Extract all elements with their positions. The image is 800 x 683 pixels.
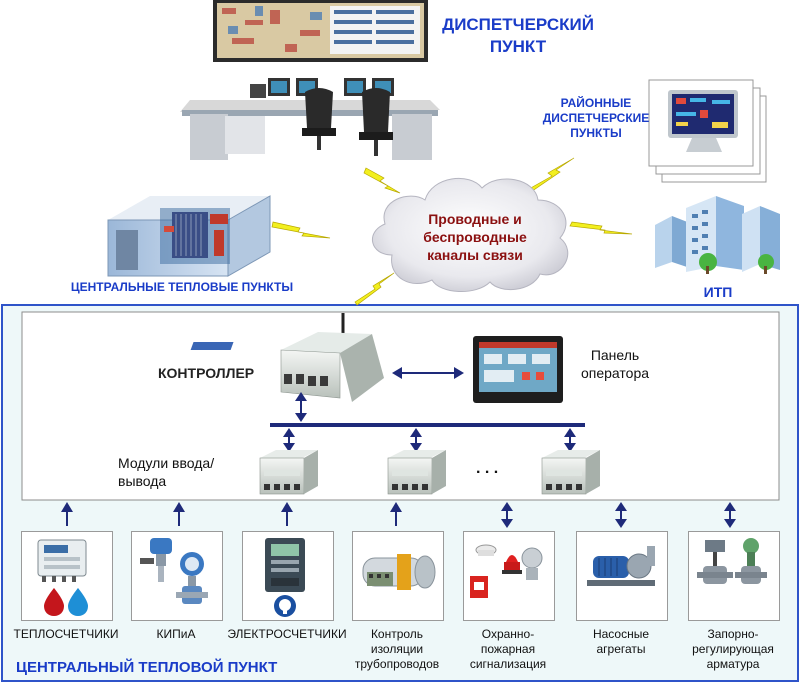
device-caption-valves: Запорно- регулирующая арматура bbox=[678, 627, 788, 672]
dispatch-title-line2: ПУНКТ bbox=[489, 37, 547, 56]
device-caption-line3: трубопроводов bbox=[354, 657, 440, 671]
io-modules-label-line1: Модули ввода/ bbox=[118, 455, 215, 471]
itp-label: ИТП bbox=[703, 284, 733, 300]
video-wall-image bbox=[213, 0, 428, 62]
cloud-label: Проводные и беспроводные каналы связи bbox=[400, 210, 550, 264]
electric-meter-box bbox=[242, 531, 334, 621]
actuator-bidir-arrows bbox=[501, 502, 736, 528]
sensor-up-arrows bbox=[61, 502, 402, 526]
modules-ellipsis: . . . bbox=[476, 460, 499, 477]
device-caption-line2: агрегаты bbox=[596, 642, 646, 656]
controller-bus-arrow bbox=[295, 392, 307, 422]
controller-panel-arrow bbox=[392, 367, 464, 379]
kipia-box bbox=[131, 531, 223, 621]
operator-panel-label-line1: Панель bbox=[590, 347, 640, 363]
device-caption-line1: Охранно- bbox=[481, 627, 535, 641]
insulation-control-box bbox=[352, 531, 444, 621]
device-caption-line1: Насосные bbox=[592, 627, 650, 641]
cloud-shape bbox=[371, 177, 569, 293]
station-title: ЦЕНТРАЛЬНЫЙ ТЕПЛОВОЙ ПУНКТ bbox=[16, 659, 278, 676]
itp-buildings-image bbox=[655, 196, 780, 274]
bus-module-arrows bbox=[283, 428, 576, 452]
device-caption-line2: регулирующая bbox=[692, 642, 774, 656]
cloud-label-line1: Проводные и bbox=[428, 211, 522, 227]
dispatch-title-line1: ДИСПЕТЧЕРСКИЙ bbox=[442, 15, 594, 34]
cloud-label-line3: каналы связи bbox=[427, 247, 523, 263]
pump-icon bbox=[587, 546, 655, 586]
io-modules-image bbox=[259, 450, 600, 495]
device-caption-electric-meters: ЭЛЕКТРОСЧЕТЧИКИ bbox=[222, 627, 352, 642]
device-caption-line1: Контроль bbox=[370, 627, 424, 641]
pipe-insulation-icon bbox=[362, 554, 436, 590]
ctp-top-label: ЦЕНТРАЛЬНЫЕ ТЕПЛОВЫЕ ПУНКТЫ bbox=[70, 280, 294, 294]
operator-panel-image bbox=[473, 336, 563, 403]
device-caption-line3: арматура bbox=[706, 657, 760, 671]
device-caption-fire-alarm: Охранно- пожарная сигнализация bbox=[456, 627, 560, 672]
district-title-line2: ДИСПЕТЧЕРСКИЕ bbox=[542, 111, 650, 125]
electric-meter-icon bbox=[265, 538, 305, 617]
io-modules-label-line2: вывода bbox=[118, 473, 167, 489]
device-caption-line2: пожарная bbox=[480, 642, 536, 656]
dispatch-title: ДИСПЕТЧЕРСКИЙ ПУНКТ bbox=[438, 14, 598, 58]
controller-image bbox=[190, 313, 384, 402]
valve-icon bbox=[697, 538, 767, 584]
district-monitors-image bbox=[648, 79, 767, 183]
device-caption-line1: КИПиА bbox=[156, 627, 196, 641]
dispatch-desk-image bbox=[180, 78, 440, 160]
device-caption-insulation: Контроль изоляции трубопроводов bbox=[345, 627, 449, 672]
operator-panel-label: Панель оператора bbox=[570, 346, 660, 382]
district-title: РАЙОННЫЕ ДИСПЕТЧЕРСКИЕ ПУНКТЫ bbox=[536, 96, 656, 141]
lightning-bolts bbox=[271, 157, 633, 306]
io-modules-label: Модули ввода/ вывода bbox=[118, 454, 248, 490]
cloud-label-line2: беспроводные bbox=[423, 229, 527, 245]
pump-box bbox=[576, 531, 668, 621]
ctp-building-image bbox=[107, 195, 271, 277]
operator-panel-label-line2: оператора bbox=[580, 365, 650, 381]
device-caption-line1: Запорно- bbox=[707, 627, 759, 641]
pressure-transmitter-icon bbox=[140, 538, 208, 604]
fire-alarm-box bbox=[463, 531, 555, 621]
device-caption-line3: сигнализация bbox=[469, 657, 547, 671]
bus-line bbox=[270, 423, 585, 427]
fire-alarm-icon bbox=[470, 544, 543, 598]
device-caption-line1: ЭЛЕКТРОСЧЕТЧИКИ bbox=[227, 627, 347, 641]
heat-meter-icon bbox=[37, 539, 88, 616]
district-title-line3: ПУНКТЫ bbox=[570, 126, 622, 140]
valve-box bbox=[688, 531, 780, 621]
heat-meter-box bbox=[21, 531, 113, 621]
controller-label: КОНТРОЛЛЕР bbox=[158, 365, 255, 381]
device-caption-pumps: Насосные агрегаты bbox=[571, 627, 671, 657]
device-caption-line1: ТЕПЛОСЧЕТЧИКИ bbox=[13, 627, 119, 641]
device-caption-kipia: КИПиА bbox=[131, 627, 221, 642]
device-caption-heat-meters: ТЕПЛОСЧЕТЧИКИ bbox=[6, 627, 126, 642]
device-caption-line2: изоляции bbox=[370, 642, 424, 656]
district-title-line1: РАЙОННЫЕ bbox=[560, 96, 632, 110]
